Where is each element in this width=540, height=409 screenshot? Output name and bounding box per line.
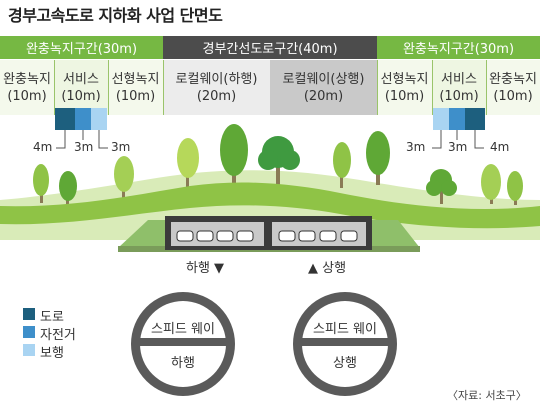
measure-left-road: 4m: [33, 140, 53, 154]
legend-road-label: 도로: [40, 310, 64, 325]
column-buffer-green-left: 완충녹지(10m): [0, 60, 54, 115]
legend-bike-swatch: [23, 326, 35, 338]
column-service-right: 서비스(10m): [432, 60, 486, 115]
tree-cluster-right: [426, 164, 523, 205]
legend-walk-label: 보행: [40, 346, 64, 361]
column-service-left: 서비스(10m): [54, 60, 108, 115]
column-divider: [432, 60, 433, 115]
measure-right-road: 4m: [490, 140, 510, 154]
column-linear-green-left: 선형녹지(10m): [108, 60, 163, 115]
left-slope: [118, 220, 165, 248]
cars-down: [176, 230, 254, 242]
legend-walk-swatch: [23, 344, 35, 356]
tunnel-down: [131, 292, 235, 396]
cars-up: [278, 230, 358, 242]
source-note: 〈자료: 서초구〉: [447, 389, 527, 402]
lane-walk-right: [433, 108, 449, 130]
lane-bike-left: [75, 108, 91, 130]
measure-right-walk: 3m: [406, 140, 426, 154]
tunnel-down-name: 스피드 웨이: [151, 321, 215, 337]
section-header-main-road: 경부간선도로구간(40m): [163, 36, 377, 59]
lane-road-right: [465, 108, 485, 130]
tunnel-up: [293, 292, 397, 396]
direction-up-label: ▲ 상행: [308, 261, 347, 276]
tree-cluster-left: [33, 124, 248, 206]
column-divider: [54, 60, 55, 115]
column-divider: [486, 60, 487, 115]
lane-bike-right: [449, 108, 465, 130]
measurement-leaders-right: [432, 130, 484, 149]
section-header-right-buffer: 완충녹지구간(30m): [377, 36, 540, 59]
page-title: 경부고속도로 지하화 사업 단면도: [8, 6, 223, 25]
tree-cluster-mid: [258, 131, 390, 190]
right-slope: [372, 220, 420, 248]
measurement-leaders-left: [56, 130, 108, 149]
column-divider: [163, 60, 164, 115]
column-divider: [108, 60, 109, 115]
tunnel-down-direction: 하행: [171, 355, 195, 371]
tunnel-up-direction: 상행: [333, 355, 357, 371]
measure-right-bike: 3m: [448, 140, 468, 154]
lane-walk-left: [91, 108, 107, 130]
column-localway-down: 로컬웨이(하행)(20m): [163, 60, 270, 115]
legend-road-swatch: [23, 308, 35, 320]
column-localway-up: 로컬웨이(상행)(20m): [270, 60, 377, 115]
direction-down-label: 하행 ▼: [186, 261, 225, 276]
column-linear-green-right: 선형녹지(10m): [377, 60, 432, 115]
section-header-left-buffer: 완충녹지구간(30m): [0, 36, 163, 59]
legend-bike-label: 자전거: [40, 328, 76, 343]
column-buffer-green-right: 완충녹지(10m): [486, 60, 540, 115]
lane-road-left: [55, 108, 75, 130]
column-divider: [377, 60, 378, 115]
measure-left-walk: 3m: [111, 140, 131, 154]
measure-left-bike: 3m: [74, 140, 94, 154]
grass-band: [0, 182, 540, 229]
tunnel-up-name: 스피드 웨이: [313, 321, 377, 337]
